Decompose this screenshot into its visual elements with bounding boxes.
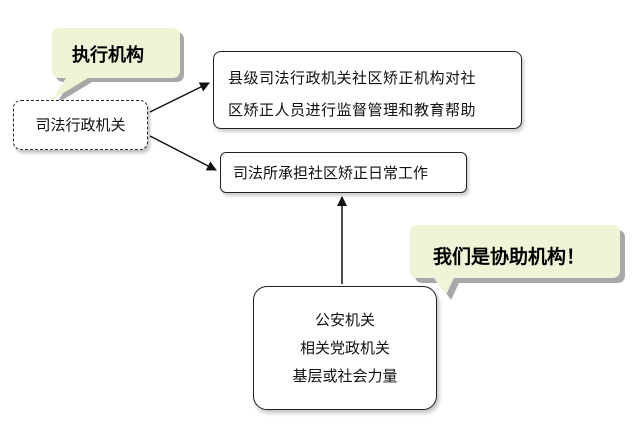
- arrow-to-county: [149, 82, 210, 113]
- county-judicial-box: 县级司法行政机关社区矫正机构对社 区矫正人员进行监督管理和教育帮助: [213, 51, 522, 129]
- assisting-agency-label: 我们是协助机构！: [433, 246, 586, 268]
- county-judicial-line1: 县级司法行政机关社区矫正机构对社: [228, 69, 477, 87]
- county-judicial-line2: 区矫正人员进行监督管理和教育帮助: [228, 101, 477, 119]
- callout-exec-bubble: [52, 28, 180, 100]
- arrow-to-judicial-office: [149, 135, 217, 171]
- judicial-admin-organ-text: 司法行政机关: [35, 116, 126, 134]
- callout-assist-bubble: [410, 225, 620, 295]
- judicial-admin-organ-box: 司法行政机关: [13, 100, 148, 150]
- assisting-agencies-box: 公安机关 相关党政机关 基层或社会力量: [253, 286, 437, 410]
- judicial-office-box: 司法所承担社区矫正日常工作: [220, 152, 467, 193]
- assist-member-public-security: 公安机关: [314, 311, 375, 329]
- executing-agency-label: 执行机构: [72, 45, 144, 66]
- assist-member-party-government: 相关党政机关: [299, 339, 390, 357]
- judicial-office-text: 司法所承担社区矫正日常工作: [233, 163, 429, 182]
- assist-member-grassroots-social: 基层或社会力量: [292, 367, 398, 385]
